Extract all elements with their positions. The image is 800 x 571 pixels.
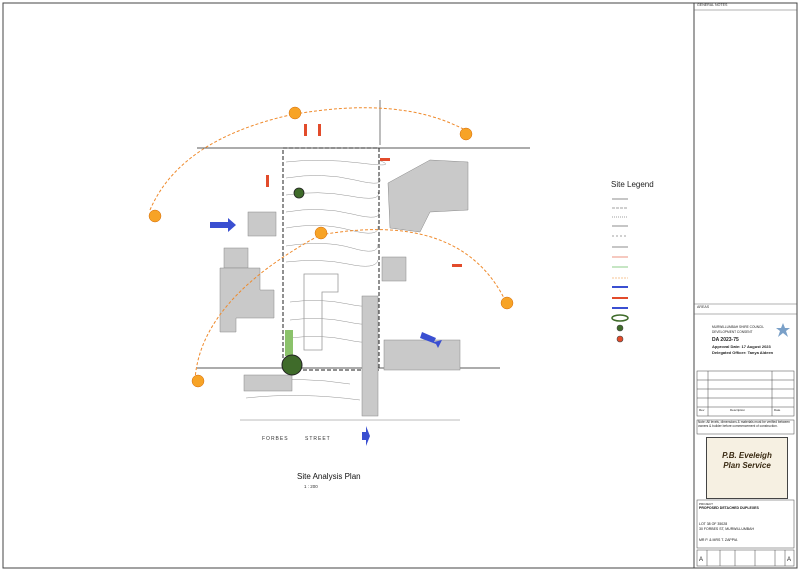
sheet-size: A — [699, 557, 704, 563]
stamp-council: MURWILLUMBAH SHIRE COUNCIL — [712, 325, 765, 329]
project-label: PROJECT — [699, 502, 714, 506]
description-column-header: Description — [730, 408, 746, 412]
lot-number: LOT 38 OF 35028 — [699, 522, 728, 526]
approval-stamp — [701, 320, 793, 368]
neighbouring-buildings — [219, 159, 469, 417]
client-name: MR P. & MRS T. ZAPPIA — [699, 538, 738, 542]
sun-icon — [148, 106, 514, 388]
council-logo-icon — [776, 323, 790, 337]
drawing-title: Site Analysis Plan — [297, 472, 361, 481]
rev-column-header: Rev — [699, 408, 705, 412]
site-address: 30 FORBES ST, MURWILLUMBAH — [699, 527, 754, 531]
street-label: STREET — [305, 436, 331, 442]
firm-name-line1: P.B. Eveleigh — [722, 451, 772, 460]
proposed-building — [303, 273, 339, 351]
site-boundary — [282, 147, 380, 371]
title-block-grid — [696, 370, 795, 567]
firm-name-line2: Plan Service — [723, 461, 771, 470]
revision: A — [787, 557, 792, 563]
drawing-scale: 1 : 200 — [304, 484, 318, 489]
builder-note: Note: All levels, dimensions & materials… — [698, 420, 790, 428]
general-notes-heading: GENERAL NOTES — [697, 3, 728, 7]
wind-arrows — [210, 218, 442, 446]
stamp-delegated-officer: Delegated Officer: Tanya Aldeen — [712, 350, 774, 355]
stamp-da-number: DA 2023-75 — [712, 337, 739, 343]
legend-title: Site Legend — [611, 180, 654, 189]
stamp-approval-date: Approval Date: 17 August 2023 — [712, 344, 771, 349]
street-label: FORBES — [262, 436, 289, 442]
project-name: PROPOSED DETACHED DUPLEXES — [699, 506, 759, 510]
existing-tree — [293, 187, 305, 199]
areas-heading: AREAS — [697, 305, 710, 309]
stamp-department: DEVELOPMENT CONSENT — [712, 330, 753, 334]
date-column-header: Date — [774, 408, 781, 412]
noise-arrows — [266, 124, 462, 267]
sun-path-summer — [194, 229, 506, 381]
existing-tree — [281, 354, 303, 376]
legend-symbols — [611, 198, 629, 343]
firm-logo: P.B. Eveleigh Plan Service — [706, 437, 788, 499]
